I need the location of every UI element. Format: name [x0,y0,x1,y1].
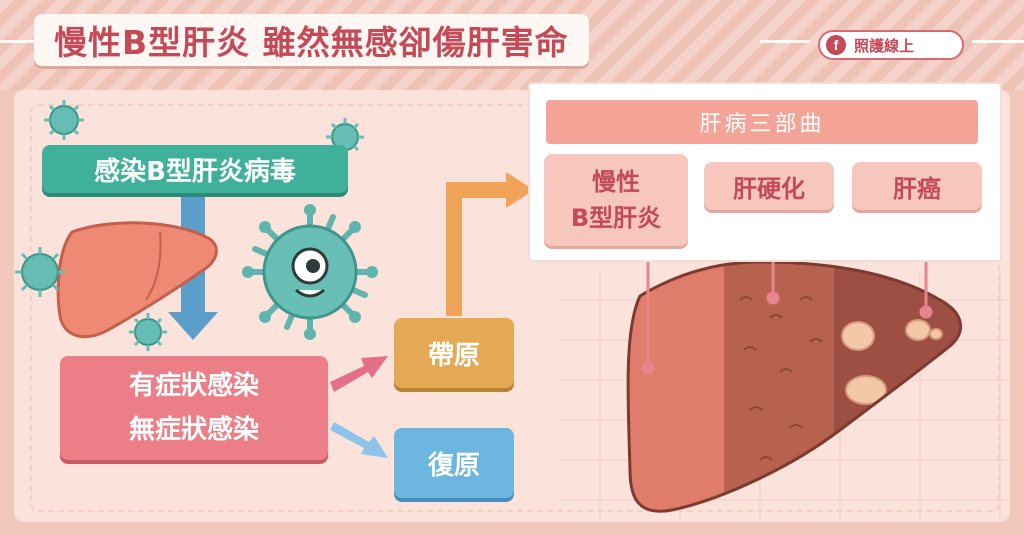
recovery-box: 復原 [394,428,514,498]
facebook-icon: f [826,35,846,55]
content-panel-dashed-border [30,104,1000,512]
infection-box: 感染B型肝炎病毒 [42,145,348,193]
facebook-badge[interactable]: f 照護線上 [818,30,964,60]
page-title: 慢性B型肝炎 雖然無感卻傷肝害命 [34,14,589,66]
stage-cirrhosis: 肝硬化 [704,162,834,210]
symptom-box: 有症狀感染 無症狀感染 [60,356,328,460]
virus-icon-3 [15,247,65,297]
badge-label: 照護線上 [854,36,915,55]
small-liver-illustration [56,221,218,339]
virus-icon-1 [44,100,84,140]
title-decor-line-right [760,40,810,43]
symptom-line-1: 有症狀感染 [128,371,259,401]
arrow-carrier-to-stages [446,172,534,316]
stage-chronic-hepatitis-b: 慢性 B型肝炎 [544,154,688,246]
cartoon-virus-illustration [242,204,378,340]
title-decor-line-far-right [972,40,1024,43]
stage-liver-cancer: 肝癌 [852,162,982,210]
large-liver-illustration [626,260,962,513]
stage-1-line-2: B型肝炎 [570,204,662,232]
carrier-box: 帶原 [394,318,514,388]
stage-1-line-1: 慢性 [592,168,640,196]
arrow-to-recovery [330,422,388,458]
liver-stages-title: 肝病三部曲 [546,100,978,144]
virus-icon-4 [129,313,167,351]
title-decor-line-left [0,40,40,43]
arrow-to-carrier [330,356,388,392]
symptom-line-2: 無症狀感染 [128,415,259,445]
